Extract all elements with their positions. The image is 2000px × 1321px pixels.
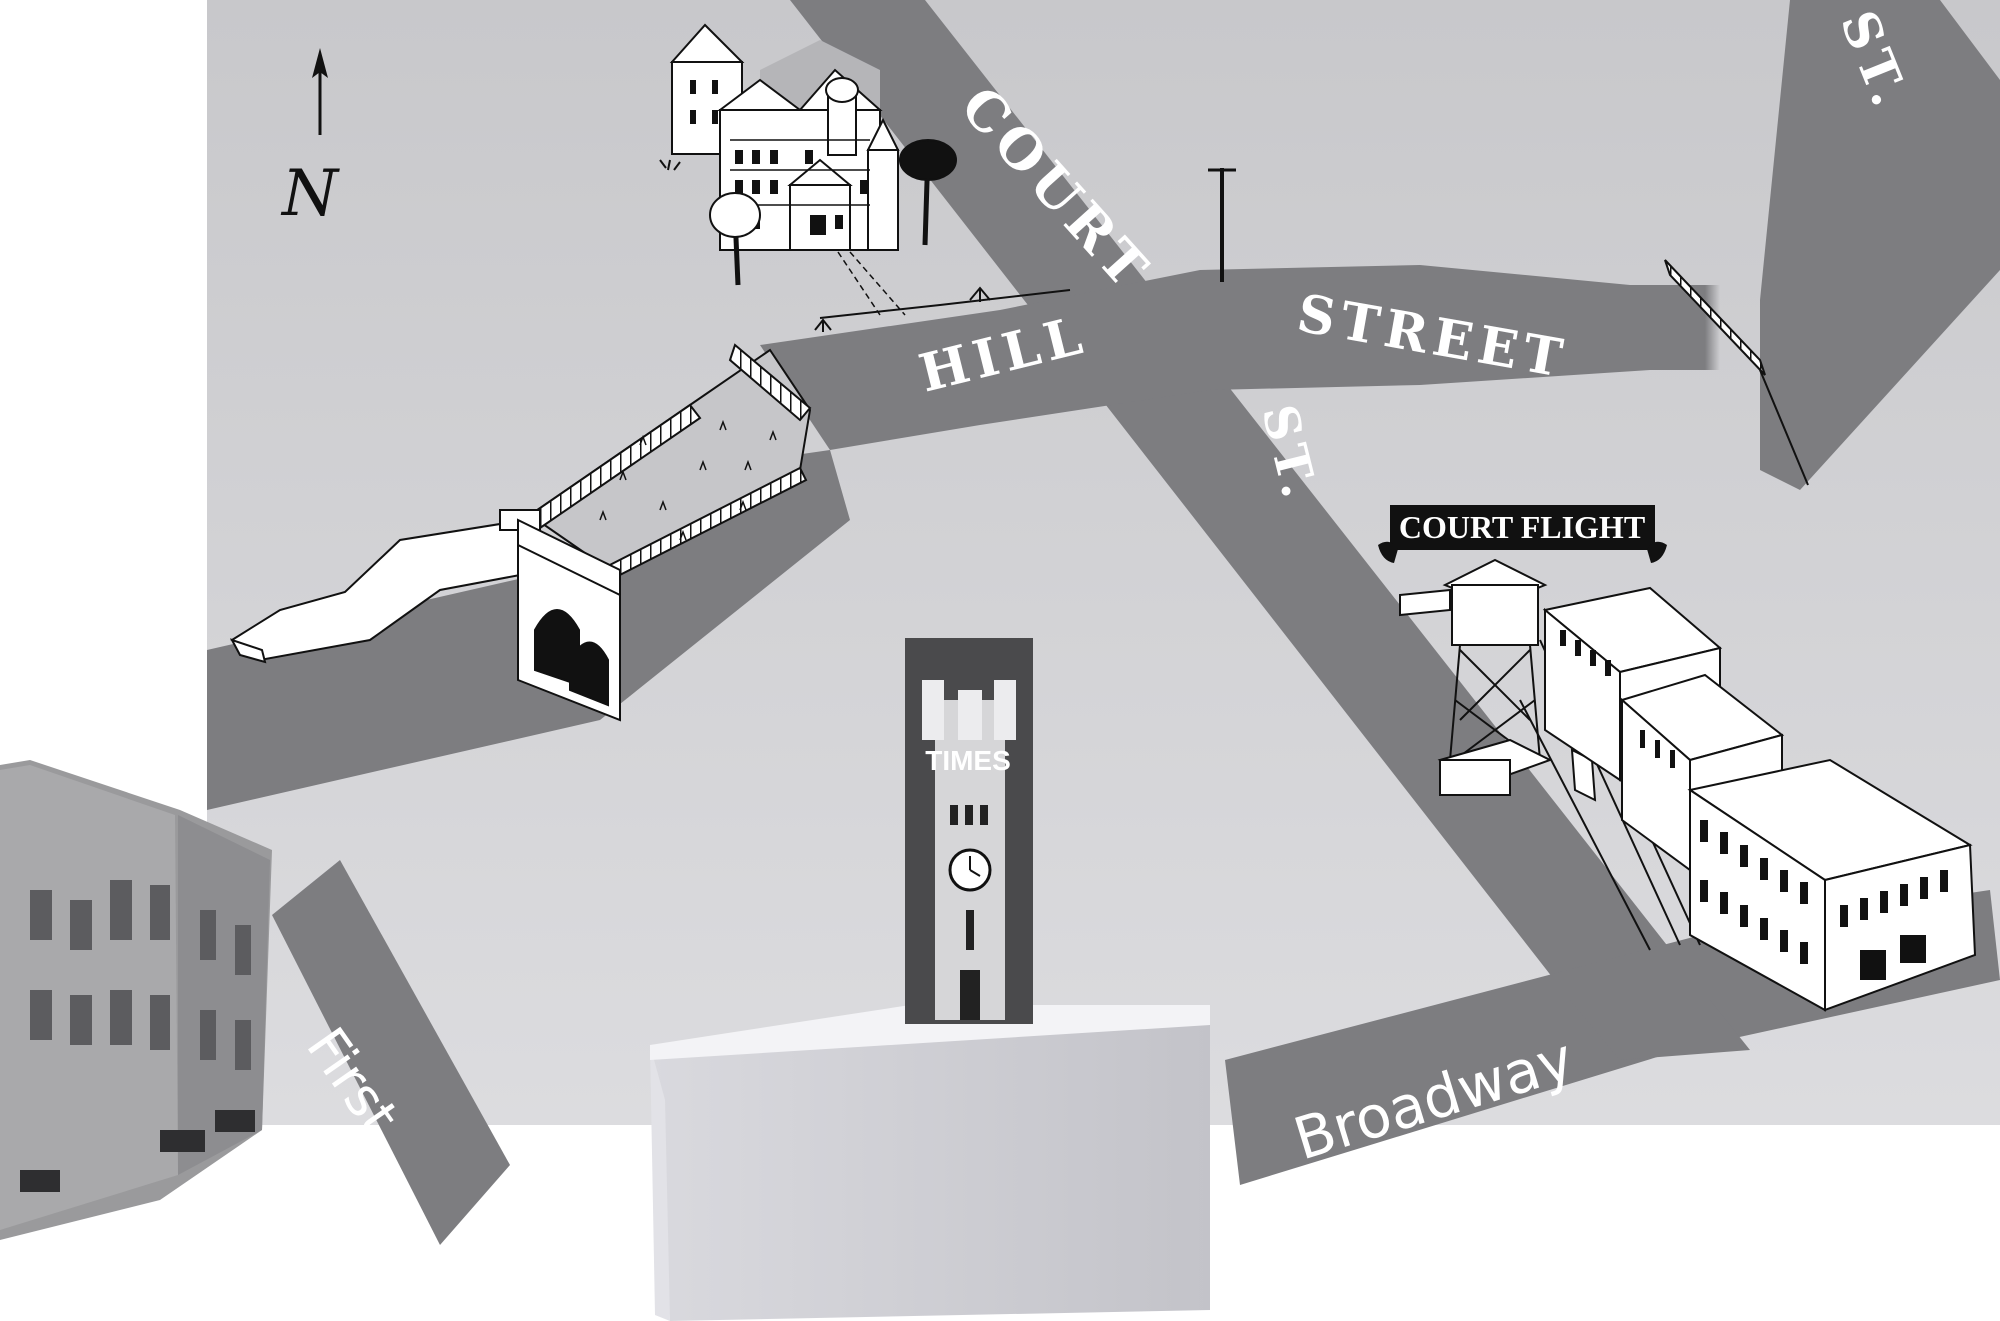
historic-building-photo — [0, 760, 272, 1240]
funicular-tower-icon — [1399, 558, 1553, 796]
grass-tufts — [599, 419, 777, 541]
clock-tower-icon: TIMES — [905, 638, 1033, 1024]
times-sign-text: TIMES — [925, 745, 1011, 776]
north-letter: N — [280, 157, 340, 231]
court-flight-sign: COURT FLIGHT — [1378, 505, 1667, 563]
times-pedestal — [650, 1005, 1210, 1321]
small-shrubs — [659, 159, 991, 332]
north-arrowhead-icon — [312, 48, 328, 78]
court-street-fade — [1620, 285, 1720, 370]
building-block-icon — [1542, 586, 1977, 1012]
broadway-connector — [1570, 1000, 1750, 1060]
court-flight-sign-text: COURT FLIGHT — [1399, 509, 1645, 545]
first-street — [272, 860, 510, 1245]
east-street — [1760, 0, 2000, 490]
north-arrow: N — [280, 48, 340, 231]
court-street — [760, 265, 1650, 450]
archway-icon — [517, 518, 621, 722]
street-lamp-icon — [1208, 168, 1236, 282]
palm-tree-icon — [709, 139, 957, 286]
east-retaining-wall — [1664, 259, 1809, 486]
